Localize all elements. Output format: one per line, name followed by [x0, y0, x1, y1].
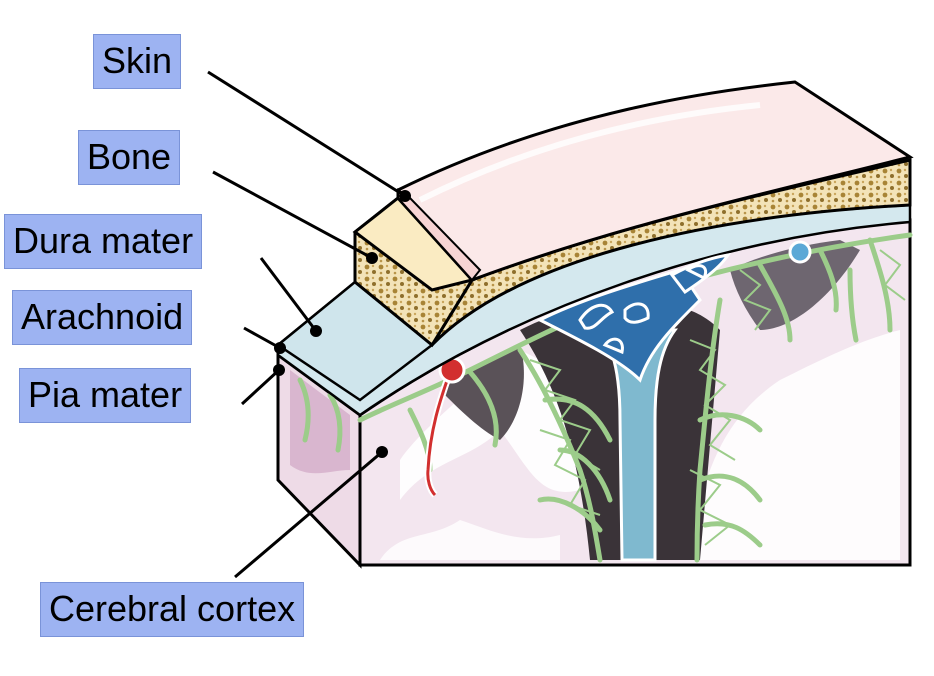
leader-cortex: [234, 450, 383, 579]
sagittal-sinus: [536, 268, 702, 383]
label-cerebral-cortex: Cerebral cortex: [40, 582, 305, 637]
white-matter-right: [690, 330, 900, 560]
label-bone: Bone: [78, 130, 181, 185]
leader-dots: [273, 190, 411, 458]
leader-pia: [240, 368, 281, 406]
label-dura-mater: Dura mater: [4, 214, 203, 269]
skin-layer: [396, 80, 914, 282]
leader-arachnoid: [243, 326, 281, 350]
arachnoid-granulations: [578, 264, 707, 355]
skin-highlight: [418, 102, 761, 203]
label-pia-mater: Pia mater: [19, 368, 192, 423]
label-arachnoid: Arachnoid: [12, 290, 193, 345]
leader-lines: [207, 70, 406, 579]
artery: [424, 356, 466, 498]
arachnoid-web: [529, 249, 906, 546]
leader-dura: [259, 257, 318, 332]
leader-bone: [212, 170, 373, 260]
sinus-small: [669, 252, 732, 295]
white-matter-left-low: [380, 520, 560, 560]
vein: [788, 240, 812, 264]
label-skin: Skin: [93, 34, 182, 89]
leader-skin: [207, 70, 406, 198]
